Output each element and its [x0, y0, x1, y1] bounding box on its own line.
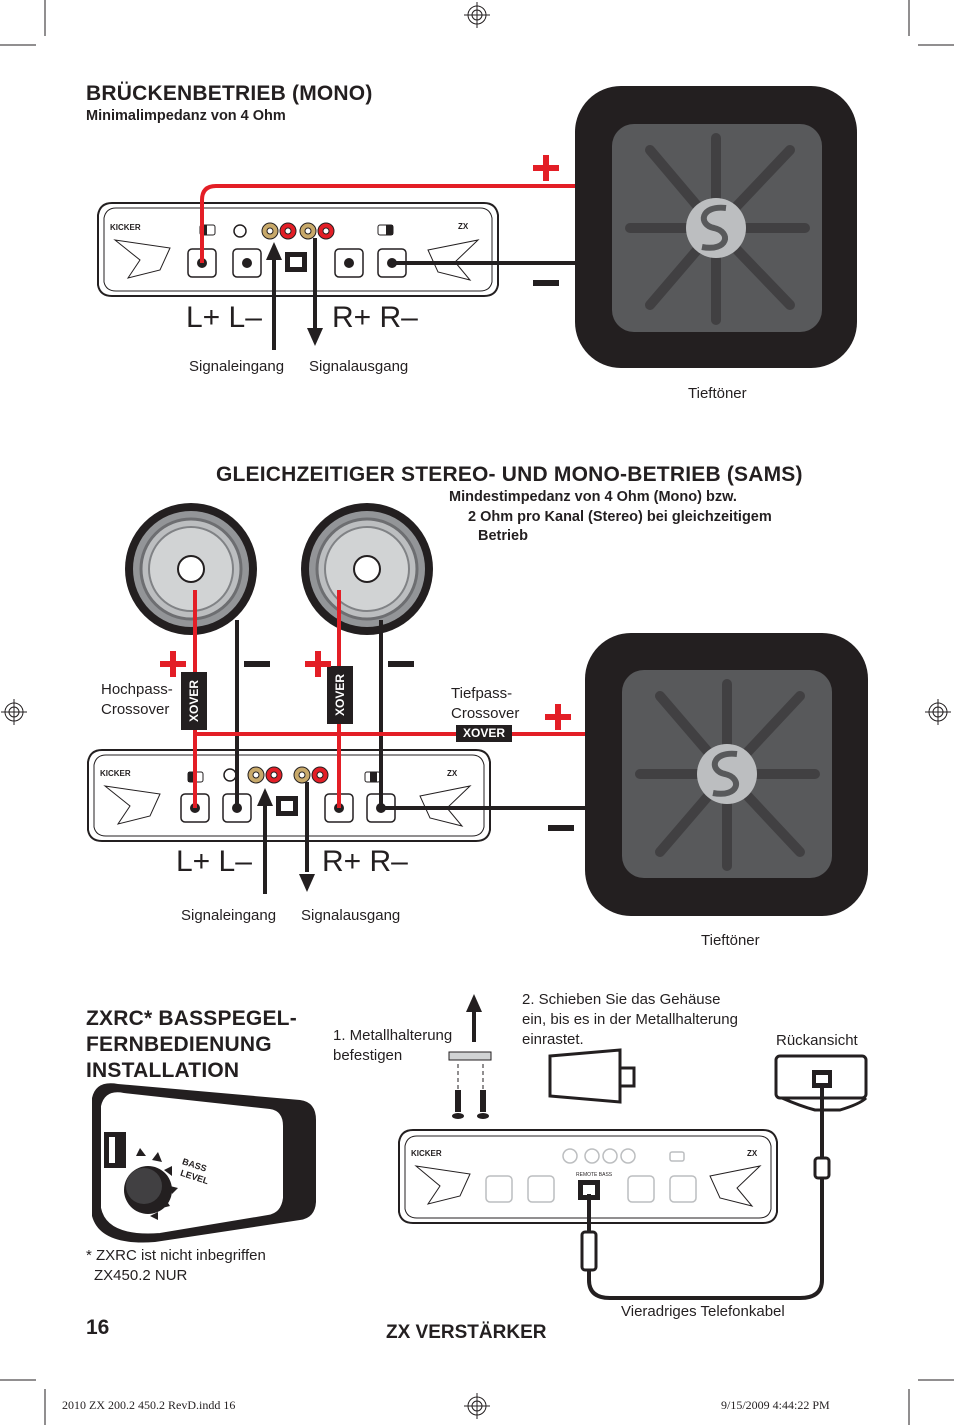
section1-signal-out: Signalausgang: [309, 358, 409, 375]
section2-subtitle-3: Betrieb: [478, 528, 528, 544]
section2-subtitle-1: Mindestimpedanz von 4 Ohm (Mono) bzw.: [449, 489, 737, 505]
amp-3-port-label: REMOTE BASS: [576, 1172, 613, 1178]
section2-terminals-right: R+ R–: [322, 845, 408, 878]
minus-sign-1: [533, 280, 559, 286]
xover-label-left: XOVER: [187, 679, 202, 723]
highpass-label-2: Crossover: [101, 701, 170, 718]
section2-title: GLEICHZEITIGER STEREO- UND MONO-BETRIEB …: [216, 463, 803, 486]
registration-mark-bottom: [464, 1393, 490, 1419]
remote-unit: [92, 1083, 316, 1243]
xover-box-left: [181, 672, 207, 730]
highpass-label-1: Hochpass-: [101, 681, 173, 698]
svg-text:KICKER: KICKER: [411, 1149, 442, 1158]
note-line-1: * ZXRC ist nicht inbegriffen: [86, 1247, 266, 1264]
step1-label-2: befestigen: [333, 1047, 403, 1064]
svg-text:ZX: ZX: [447, 769, 458, 778]
xover-label-sub: XOVER: [462, 726, 505, 740]
metal-bracket: [448, 994, 492, 1119]
section2-woofer-label: Tieftöner: [701, 932, 760, 949]
registration-mark-left: [1, 699, 27, 725]
amp-2: KICKER ZX: [87, 749, 491, 842]
speaker-left: [125, 503, 257, 635]
print-date: 9/15/2009 4:44:22 PM: [721, 1398, 830, 1412]
signal-in-arrow-1: [266, 242, 282, 350]
phone-cable: [587, 1178, 824, 1300]
step2-label-1: 2. Schieben Sie das Gehäuse: [522, 991, 721, 1008]
section1-woofer-label: Tieftöner: [688, 385, 747, 402]
xover-label-right: XOVER: [333, 673, 348, 717]
signal-out-arrow-1: [307, 238, 323, 346]
step2-label-2: ein, bis es in der Metallhalterung: [522, 1011, 738, 1028]
cable-label: Vieradriges Telefonkabel: [621, 1303, 785, 1320]
section3-title-3: INSTALLATION: [86, 1059, 240, 1082]
svg-text:ZX: ZX: [747, 1149, 758, 1158]
section1-title: BRÜCKENBETRIEB (MONO): [86, 82, 373, 105]
xover-box-sub: [456, 725, 512, 742]
registration-mark-right: [925, 699, 951, 725]
plus-sign-1: [533, 155, 559, 181]
section2-signal-in: Signaleingang: [181, 907, 277, 924]
xover-box-right: [327, 666, 353, 724]
section1-terminals-right: R+ R–: [332, 301, 418, 334]
rear-view-unit: [774, 1054, 868, 1180]
lowpass-label-2: Crossover: [451, 705, 520, 722]
bridged-wiring-diagram: KICKER ZX: [97, 86, 857, 368]
note-line-2: ZX450.2 NUR: [94, 1267, 188, 1284]
section3-title-1: ZXRC* BASSPEGEL-: [86, 1007, 297, 1030]
step2-label-3: einrastet.: [522, 1031, 584, 1048]
section2-signal-out: Signalausgang: [301, 907, 401, 924]
speaker-right: [301, 503, 433, 635]
section2-subtitle-2: 2 Ohm pro Kanal (Stereo) bei gleichzeiti…: [468, 509, 772, 525]
amp-1-model: ZX: [458, 222, 469, 231]
wire-red-plus: [200, 184, 575, 263]
section3-title-2: FERNBEDIENUNG: [86, 1033, 272, 1056]
rear-view-label: Rückansicht: [776, 1032, 858, 1049]
page-footer-title: ZX VERSTÄRKER: [386, 1322, 547, 1343]
svg-text:KICKER: KICKER: [100, 769, 131, 778]
page-number: 16: [86, 1316, 110, 1339]
section2-terminals-left: L+ L–: [176, 845, 252, 878]
remote-installation-diagram: KICKER ZX REMOTE BASS: [92, 994, 868, 1300]
amp-3: KICKER ZX REMOTE BASS: [398, 1129, 778, 1224]
step1-label-1: 1. Metallhalterung: [333, 1027, 453, 1044]
amp-1: KICKER ZX: [97, 202, 499, 297]
remote-housing-side: [548, 1048, 636, 1104]
registration-mark-top: [464, 2, 490, 28]
section1-terminals-left: L+ L–: [186, 301, 262, 334]
section1-signal-in: Signaleingang: [189, 358, 285, 375]
amp-1-brand: KICKER: [110, 223, 141, 232]
woofer-1: [575, 86, 857, 368]
woofer-2: [585, 633, 868, 916]
file-name: 2010 ZX 200.2 450.2 RevD.indd 16: [62, 1398, 236, 1412]
section1-subtitle: Minimalimpedanz von 4 Ohm: [86, 108, 286, 124]
sams-wiring-diagram: KICKER ZX: [87, 503, 868, 916]
lowpass-label-1: Tiefpass-: [451, 685, 513, 702]
